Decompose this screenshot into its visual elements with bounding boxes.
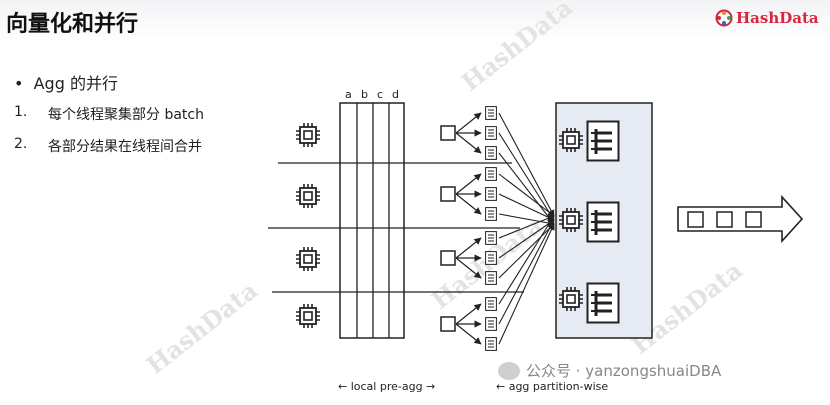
partition-arrow: [498, 173, 555, 217]
partition-arrow: [498, 223, 555, 345]
slide-title: 向量化和并行: [6, 12, 139, 37]
hash-table-icon: [586, 120, 620, 162]
bullet-text: Agg 的并行: [33, 74, 118, 93]
fanout-arrow: [455, 193, 482, 215]
hash-table-icon: [586, 201, 620, 243]
partition-arrow: [498, 215, 555, 239]
local-preagg-groups: [440, 106, 555, 351]
cpu-chip-icon: [295, 303, 321, 329]
arrow-right-icon: [677, 194, 804, 244]
table-icon: [485, 271, 497, 285]
hashdata-logo: HashData: [715, 9, 819, 27]
cpu-chip-icon: [295, 122, 321, 148]
table-icon: [485, 317, 497, 331]
output-row: [716, 211, 733, 228]
table-icon: [485, 106, 497, 120]
hash-table-icon: [586, 282, 620, 324]
table-icon: [485, 207, 497, 221]
caption-local-preagg: ← local pre-agg →: [338, 380, 436, 393]
watermark-text: HashData: [456, 0, 578, 97]
partition-arrow: [498, 215, 555, 305]
table-icon: [485, 146, 497, 160]
watermark-text: HashData: [141, 275, 263, 379]
step-list: 1. 每个线程聚集部分 batch 2. 各部分结果在线程间合并: [14, 104, 204, 168]
output-row: [687, 211, 704, 228]
cpu-chip-icon: [558, 127, 584, 153]
table-icon: [485, 126, 497, 140]
cpu-chip-icon: [295, 183, 321, 209]
partition-arrow: [498, 132, 555, 221]
table-icon: [485, 251, 497, 265]
wechat-text: 公众号 · yanzongshuaiDBA: [526, 362, 722, 380]
table-icon: [485, 167, 497, 181]
caption-agg-partition: ← agg partition-wise: [496, 380, 609, 393]
partition-arrow: [498, 112, 555, 217]
fanout-arrow: [455, 112, 482, 134]
fanout-arrow: [455, 323, 482, 345]
table-icon: [485, 337, 497, 351]
partition-arrow: [498, 219, 555, 325]
input-row: [440, 316, 456, 332]
table-icon: [485, 231, 497, 245]
cpu-chip-icon: [558, 286, 584, 312]
column-batch: a b c d: [339, 88, 405, 339]
table-icon: [485, 187, 497, 201]
logo-flower-icon: [715, 9, 733, 27]
step-text: 各部分结果在线程间合并: [48, 139, 202, 155]
fanout-arrow: [455, 132, 482, 154]
wechat-icon: [498, 361, 520, 380]
column-label: c: [377, 88, 383, 101]
bullet-agg-parallel: • Agg 的并行: [14, 74, 118, 93]
partition-arrow: [498, 219, 555, 259]
logo-text: HashData: [736, 9, 819, 27]
step-text: 每个线程聚集部分 batch: [48, 107, 204, 123]
partition-arrow: [498, 213, 555, 227]
column-label: d: [392, 88, 399, 101]
input-row: [440, 250, 456, 266]
partition-arrow: [498, 152, 555, 225]
cpu-chip-icon: [295, 246, 321, 272]
partition-arrow: [498, 223, 555, 279]
output-row: [745, 211, 762, 228]
column-label: a: [345, 88, 352, 101]
step-number: 1.: [14, 104, 28, 120]
fanout-arrow: [455, 173, 482, 195]
step-item: 2. 各部分结果在线程间合并: [14, 136, 204, 168]
input-row: [440, 186, 456, 202]
batch-frame: [339, 102, 405, 339]
step-item: 1. 每个线程聚集部分 batch: [14, 104, 204, 136]
fanout-arrow: [455, 303, 482, 325]
column-label: b: [361, 88, 368, 101]
cpu-chip-icon: [558, 207, 584, 233]
input-row: [440, 125, 456, 141]
step-number: 2.: [14, 136, 28, 152]
fanout-arrow: [455, 257, 482, 279]
header-band: [0, 0, 830, 44]
wechat-attribution: 公众号 · yanzongshuaiDBA: [498, 360, 721, 381]
fanout-arrow: [455, 237, 482, 259]
partition-arrow: [498, 193, 555, 221]
table-icon: [485, 297, 497, 311]
